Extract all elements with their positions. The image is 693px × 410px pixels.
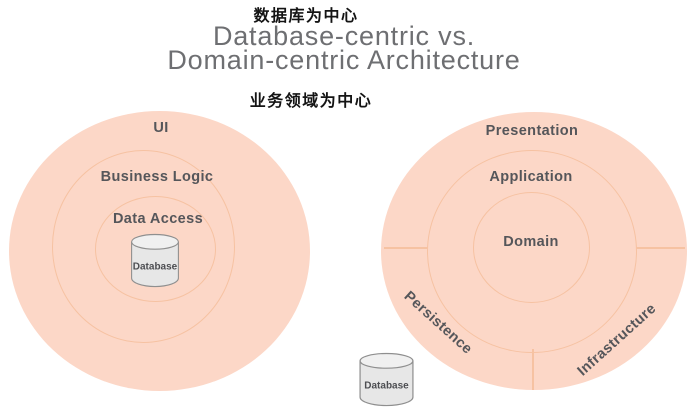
- layer-label-domain: Domain: [503, 234, 559, 250]
- title-line-2: Domain-centric Architecture: [167, 45, 521, 75]
- segment-divider-left: [384, 247, 428, 249]
- annotation-database-centric-cn: 数据库为中心: [253, 8, 359, 25]
- layer-label-application: Application: [489, 169, 573, 185]
- left-middle-circle-business-logic-layer: [52, 150, 235, 343]
- segment-divider-right: [636, 247, 685, 249]
- annotation-domain-centric-cn: 业务领域为中心: [249, 93, 373, 110]
- layer-label-business-logic: Business Logic: [100, 169, 214, 185]
- database-label: Database: [132, 261, 178, 273]
- layer-label-data-access: Data Access: [112, 211, 204, 227]
- external-database-cylinder-icon: Database: [356, 352, 417, 407]
- title-line-1: Database-centric vs.: [212, 21, 476, 51]
- left-inner-circle-data-access-layer: [95, 196, 216, 302]
- layer-label-presentation: Presentation: [485, 123, 579, 139]
- layer-label-ui: UI: [153, 120, 169, 136]
- page-title: Database-centric vs. Domain-centric Arch…: [167, 21, 521, 75]
- database-label: Database: [364, 380, 409, 392]
- segment-divider-bottom: [532, 349, 534, 390]
- right-inner-circle-domain-layer: [473, 192, 590, 303]
- database-cylinder-icon: Database: [128, 233, 182, 288]
